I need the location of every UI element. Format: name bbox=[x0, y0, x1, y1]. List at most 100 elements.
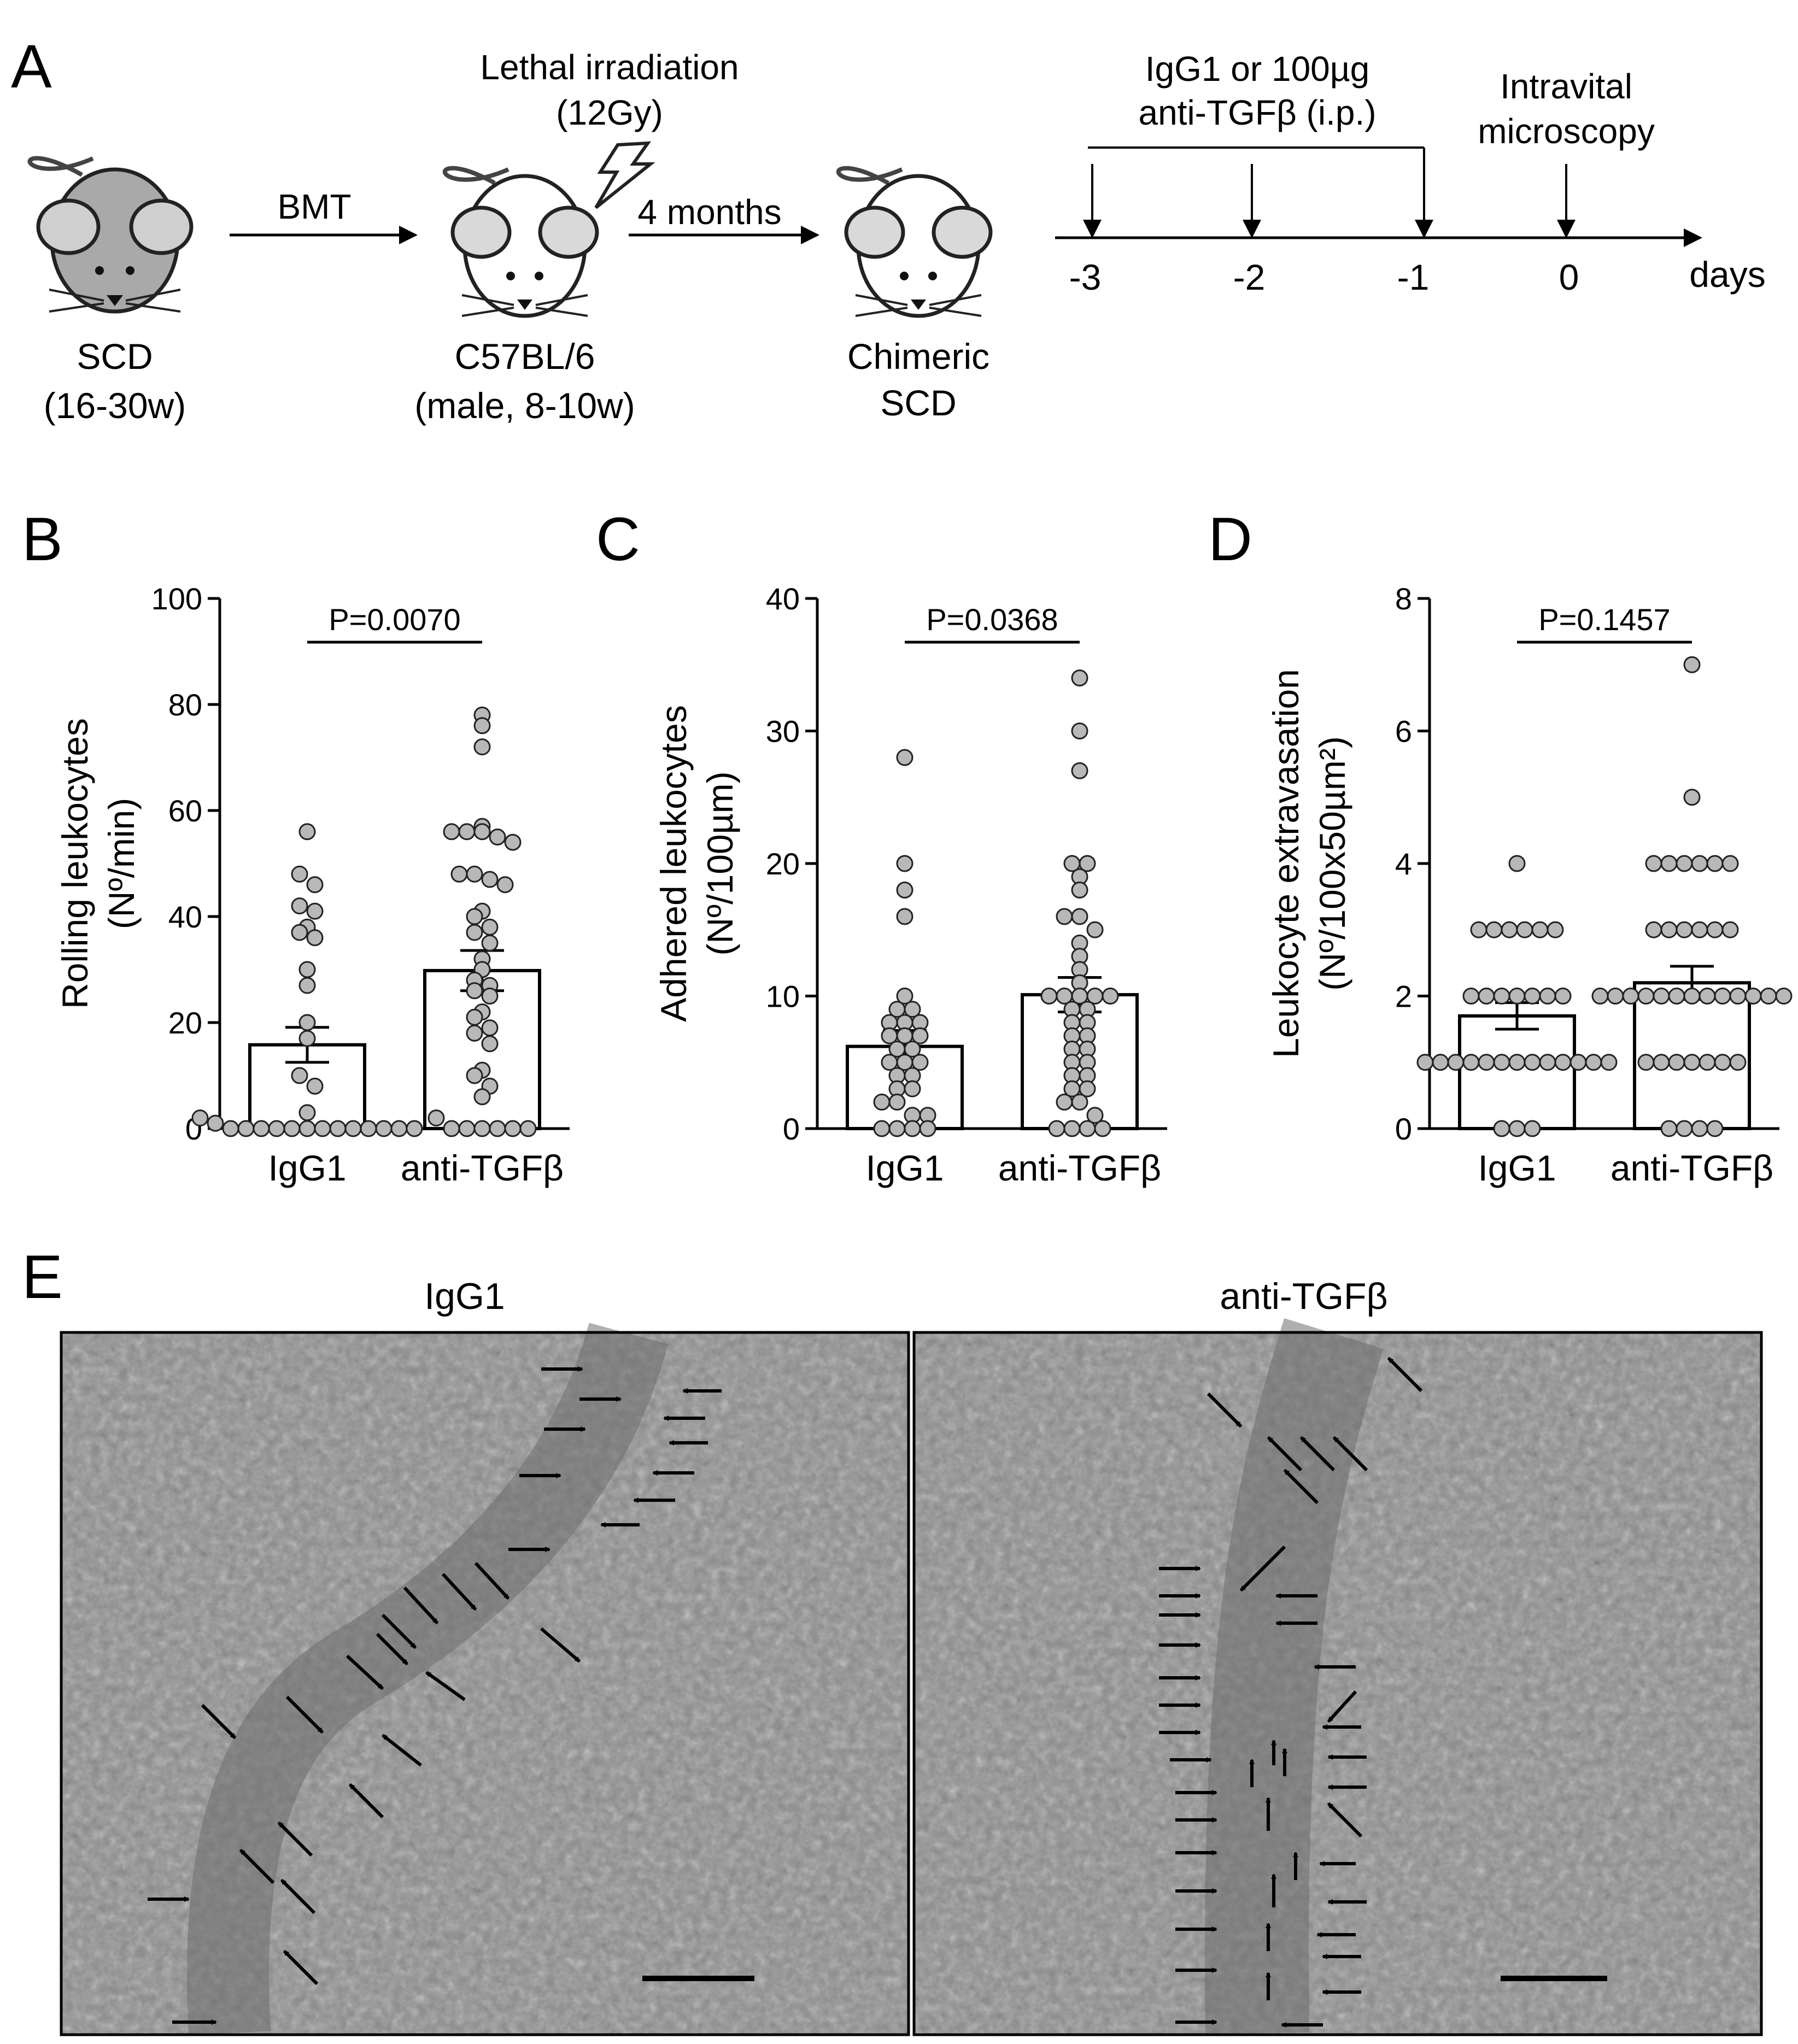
data-point bbox=[1699, 1054, 1716, 1071]
data-point bbox=[904, 1080, 921, 1097]
vessel bbox=[187, 1323, 669, 2036]
data-point bbox=[473, 823, 491, 841]
data-point bbox=[1508, 988, 1526, 1005]
data-point bbox=[1048, 1120, 1065, 1137]
data-point bbox=[1676, 921, 1693, 938]
data-point bbox=[873, 1094, 891, 1111]
data-point bbox=[519, 1120, 537, 1137]
data-point bbox=[1668, 988, 1685, 1005]
data-point bbox=[904, 1120, 921, 1137]
data-point bbox=[896, 749, 913, 766]
data-point bbox=[1056, 908, 1073, 925]
data-point bbox=[1524, 1054, 1541, 1071]
arrow-marker bbox=[376, 1632, 409, 1666]
data-point bbox=[1056, 1094, 1073, 1111]
y-tick-label: 8 bbox=[1395, 582, 1412, 616]
data-point bbox=[1744, 988, 1762, 1005]
y-tick-label: 80 bbox=[168, 688, 202, 722]
data-point bbox=[911, 1054, 929, 1071]
y-tick-label: 100 bbox=[151, 582, 202, 616]
data-point bbox=[298, 961, 316, 978]
y-tick-label: 20 bbox=[766, 847, 800, 881]
data-point bbox=[466, 924, 483, 941]
data-point bbox=[1691, 1120, 1708, 1137]
y-tick-label: 10 bbox=[766, 979, 800, 1014]
data-point bbox=[473, 1120, 491, 1137]
arrow-marker bbox=[1332, 1436, 1368, 1472]
vessel bbox=[1205, 1318, 1384, 2034]
treatment-label-2: anti-TGFβ (i.p.) bbox=[1138, 93, 1376, 132]
data-point bbox=[1071, 1094, 1088, 1111]
x-tick-label: IgG1 bbox=[268, 1148, 346, 1188]
data-point bbox=[1470, 921, 1487, 938]
data-point bbox=[1547, 921, 1564, 938]
data-point bbox=[466, 1067, 483, 1084]
panel-e: E IgG1 anti-TGFβ bbox=[22, 1243, 1763, 2036]
data-point bbox=[360, 1120, 377, 1137]
arrow-marker bbox=[239, 1848, 275, 1884]
data-point bbox=[291, 865, 308, 883]
data-point bbox=[1607, 988, 1624, 1005]
data-point bbox=[1086, 1107, 1104, 1124]
x-tick-label: IgG1 bbox=[865, 1148, 944, 1188]
x-tick-label: anti-TGFβ bbox=[998, 1148, 1161, 1188]
x-tick-label: IgG1 bbox=[1478, 1148, 1556, 1188]
data-point bbox=[268, 1120, 285, 1137]
bmt-label: BMT bbox=[277, 187, 351, 226]
data-point bbox=[466, 908, 483, 925]
arrow-marker bbox=[280, 1878, 316, 1914]
data-point bbox=[306, 1077, 324, 1095]
arrow-marker bbox=[1283, 1469, 1319, 1505]
data-point bbox=[489, 1120, 506, 1137]
data-point bbox=[1775, 988, 1793, 1005]
micrograph-igg1 bbox=[60, 1323, 910, 2036]
irradiation-dose: (12Gy) bbox=[556, 93, 663, 132]
y-axis-label: Adhered leukocytes bbox=[653, 705, 694, 1022]
data-point bbox=[1585, 1054, 1602, 1071]
data-point bbox=[406, 1120, 423, 1137]
micrograph-anti-tgfb bbox=[912, 1318, 1763, 2036]
y-tick-label: 30 bbox=[766, 714, 800, 749]
data-point bbox=[291, 897, 308, 915]
data-point bbox=[1683, 1054, 1701, 1071]
data-point bbox=[298, 1104, 316, 1121]
data-point bbox=[1645, 855, 1662, 872]
data-point bbox=[1508, 855, 1526, 872]
data-point bbox=[1683, 656, 1701, 673]
data-point bbox=[1699, 988, 1716, 1005]
arrow-marker bbox=[201, 1704, 237, 1740]
wait-label: 4 months bbox=[637, 192, 781, 232]
arrow-marker bbox=[474, 1561, 510, 1600]
data-point bbox=[1569, 1054, 1587, 1071]
data-point bbox=[1493, 1120, 1510, 1137]
arrow-marker bbox=[540, 1627, 581, 1663]
data-point bbox=[1676, 1120, 1693, 1137]
data-point bbox=[481, 918, 499, 936]
arrow-marker bbox=[381, 1613, 417, 1649]
data-point bbox=[1071, 762, 1088, 779]
data-point bbox=[443, 823, 460, 841]
data-point bbox=[1760, 988, 1777, 1005]
data-point bbox=[466, 1008, 483, 1026]
data-point bbox=[888, 1094, 906, 1111]
data-point bbox=[1691, 855, 1708, 872]
data-point bbox=[291, 924, 308, 941]
data-point bbox=[1714, 1054, 1731, 1071]
arrow-marker bbox=[348, 1783, 384, 1819]
data-point bbox=[466, 865, 483, 883]
p-value: P=0.1457 bbox=[1538, 602, 1670, 637]
data-point bbox=[1691, 921, 1708, 938]
data-point bbox=[1668, 1054, 1685, 1071]
data-point bbox=[1493, 988, 1510, 1005]
data-point bbox=[1660, 921, 1678, 938]
panel-letter-a: A bbox=[11, 32, 52, 101]
data-point bbox=[904, 1041, 921, 1058]
data-point bbox=[1071, 882, 1088, 898]
data-point bbox=[1660, 1120, 1678, 1137]
data-point bbox=[298, 1030, 316, 1047]
data-point bbox=[919, 1120, 936, 1137]
treatment-label: IgG1 or 100µg bbox=[1145, 49, 1369, 89]
data-point bbox=[222, 1120, 239, 1137]
